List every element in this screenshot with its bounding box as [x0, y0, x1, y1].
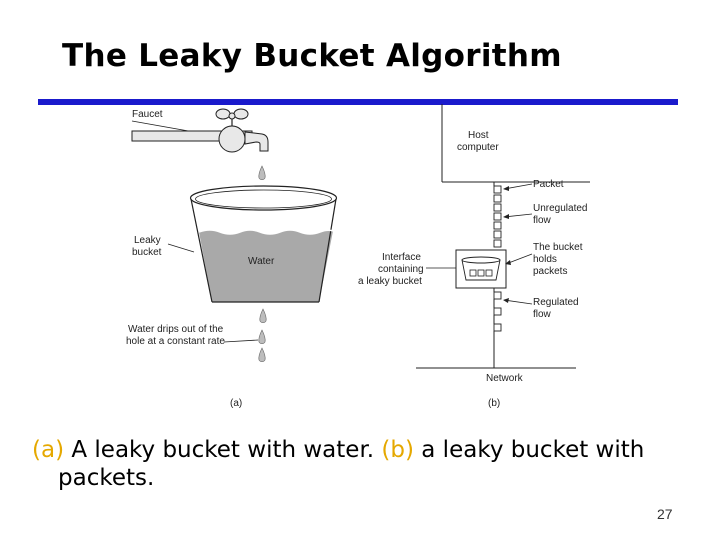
leaky-bucket-figure: Faucet Water Leaky bucket: [120, 104, 590, 414]
interface-label-1: Interface: [382, 252, 421, 263]
packet-icon: [478, 270, 484, 276]
host-label-2: computer: [457, 142, 499, 153]
packet-label: Packet: [533, 179, 564, 190]
arrow-head-icon: [503, 214, 509, 219]
faucet-spout: [245, 132, 268, 151]
faucet-handle-left: [216, 109, 230, 119]
interface-label-3: a leaky bucket: [358, 276, 422, 287]
interface-bucket-rim: [462, 257, 500, 263]
packet-icon: [494, 240, 501, 247]
interface-label-2: containing: [378, 264, 424, 275]
packet-icon: [494, 324, 501, 331]
packet-icon: [494, 222, 501, 229]
page-number: 27: [657, 506, 673, 522]
water-drop-icon: [259, 348, 265, 362]
host-label-1: Host: [468, 130, 489, 141]
packet-icon: [494, 231, 501, 238]
caption-text-b: a leaky bucket with: [414, 437, 644, 463]
packet-icon: [494, 213, 501, 220]
packet-icon: [494, 308, 501, 315]
packet-icon: [494, 204, 501, 211]
figure-svg: Faucet Water Leaky bucket: [120, 104, 590, 409]
panel-a-label: (a): [230, 398, 242, 409]
regulated-label-2: flow: [533, 309, 552, 320]
caption-tag-a: (a): [32, 437, 64, 463]
caption-line-1: (a) A leaky bucket with water. (b) a lea…: [32, 436, 712, 464]
caption-tag-b: (b): [381, 437, 414, 463]
regulated-label-1: Regulated: [533, 297, 579, 308]
holds-label-3: packets: [533, 266, 567, 277]
packet-icon: [494, 195, 501, 202]
packet-icon: [470, 270, 476, 276]
faucet-body: [219, 126, 245, 152]
faucet-handle-right: [234, 109, 248, 119]
network-label: Network: [486, 373, 524, 384]
holds-label-1: The bucket: [533, 242, 583, 253]
water-drop-icon: [259, 166, 265, 180]
unregulated-label-1: Unregulated: [533, 203, 587, 214]
leaky-bucket-pointer: [168, 244, 194, 252]
water-drop-icon: [259, 330, 265, 344]
drips-pointer: [224, 340, 258, 342]
drips-label-1: Water drips out of the: [128, 324, 224, 335]
panel-b-label: (b): [488, 398, 500, 409]
arrow-head-icon: [503, 186, 509, 191]
packet-icon: [494, 186, 501, 193]
drips-label-2: hole at a constant rate: [126, 336, 225, 347]
packet-icon: [486, 270, 492, 276]
arrow-head-icon: [503, 298, 509, 303]
leaky-bucket-label-2: bucket: [132, 247, 162, 258]
unregulated-label-2: flow: [533, 215, 552, 226]
holds-label-2: holds: [533, 254, 557, 265]
caption-text-a: A leaky bucket with water.: [64, 437, 381, 463]
water-label: Water: [248, 256, 275, 267]
water-drop-icon: [260, 309, 266, 323]
caption-line-2: packets.: [32, 464, 712, 492]
faucet-handle-center: [229, 113, 235, 119]
bucket-rim-inner: [196, 190, 332, 208]
packet-icon: [494, 292, 501, 299]
leaky-bucket-label-1: Leaky: [134, 235, 161, 246]
figure-caption: (a) A leaky bucket with water. (b) a lea…: [32, 436, 712, 492]
faucet-label: Faucet: [132, 109, 163, 120]
slide-title: The Leaky Bucket Algorithm: [62, 38, 562, 74]
